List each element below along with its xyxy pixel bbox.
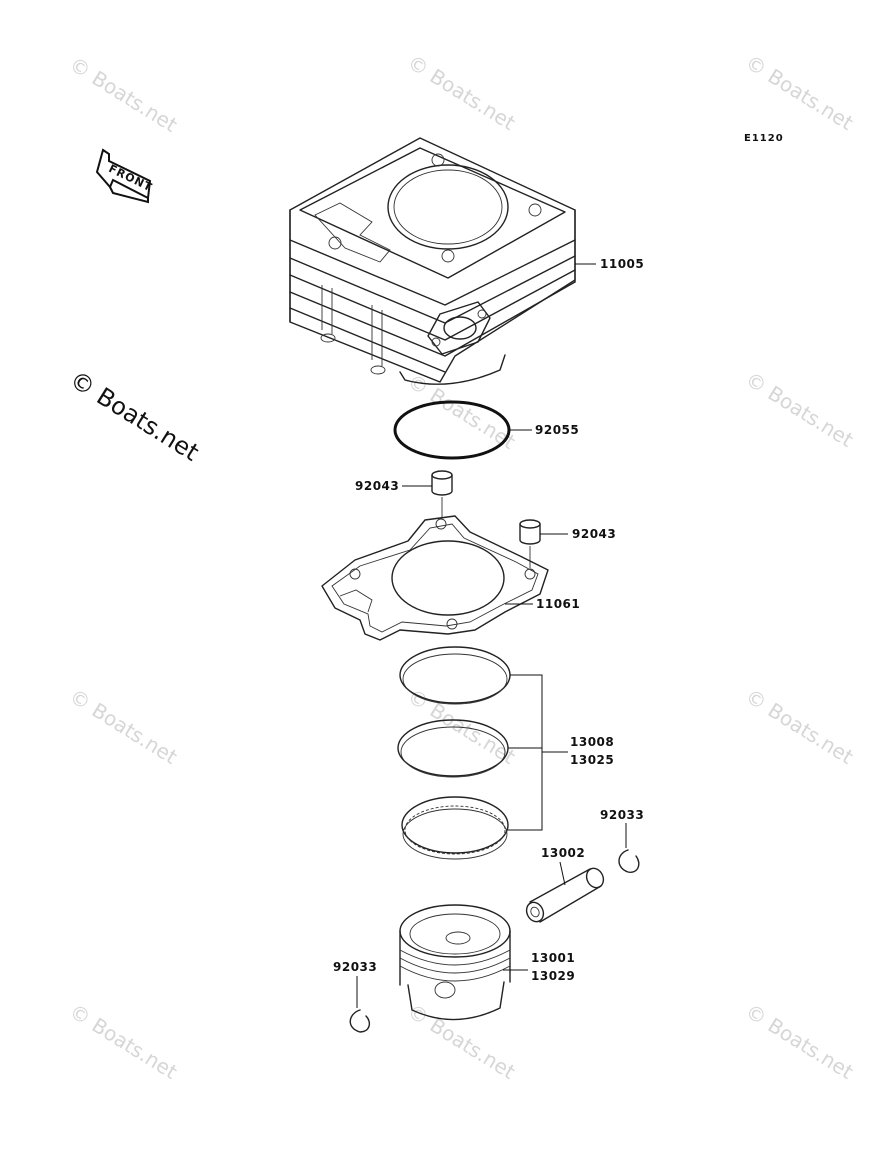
watermark: © Boats.net — [741, 999, 857, 1084]
watermark: © Boats.net — [65, 52, 181, 137]
dowel-left-part — [402, 470, 453, 518]
circlip-left-part — [349, 976, 371, 1033]
front-arrow-icon: FRONT — [95, 148, 155, 204]
watermark-layer: © Boats.net © Boats.net © Boats.net © Bo… — [65, 50, 858, 1084]
part-label-pin: 13002 — [541, 846, 585, 860]
watermark: © Boats.net — [403, 50, 519, 135]
cylinder-part — [289, 137, 596, 385]
watermark: © Boats.net — [65, 999, 181, 1084]
part-label-dowel-right: 92043 — [572, 527, 616, 541]
o-ring-part — [393, 400, 532, 460]
part-label-piston-a: 13001 — [531, 951, 575, 965]
part-label-cylinder: 11005 — [600, 257, 644, 271]
part-label-clip-right: 92033 — [600, 808, 644, 822]
watermark-main: © Boats.net — [65, 365, 204, 466]
diagram-code: E1120 — [744, 133, 784, 144]
part-label-rings-b: 13025 — [570, 753, 614, 767]
part-label-o-ring: 92055 — [535, 423, 579, 437]
circlip-right-part — [618, 823, 640, 873]
watermark: © Boats.net — [741, 684, 857, 769]
watermark: © Boats.net — [65, 684, 181, 769]
part-label-clip-left: 92033 — [333, 960, 377, 974]
watermark: © Boats.net — [741, 367, 857, 452]
watermark: © Boats.net — [741, 50, 857, 135]
dowel-right-part — [519, 519, 568, 568]
gasket-part — [321, 515, 549, 641]
piston-pin-part — [525, 861, 605, 923]
piston-part — [399, 904, 528, 1021]
part-label-gasket: 11061 — [536, 597, 580, 611]
part-label-dowel-left: 92043 — [355, 479, 399, 493]
watermark: © Boats.net — [403, 999, 519, 1084]
part-label-piston-b: 13029 — [531, 969, 575, 983]
part-label-rings-a: 13008 — [570, 735, 614, 749]
piston-rings-part — [397, 646, 568, 860]
